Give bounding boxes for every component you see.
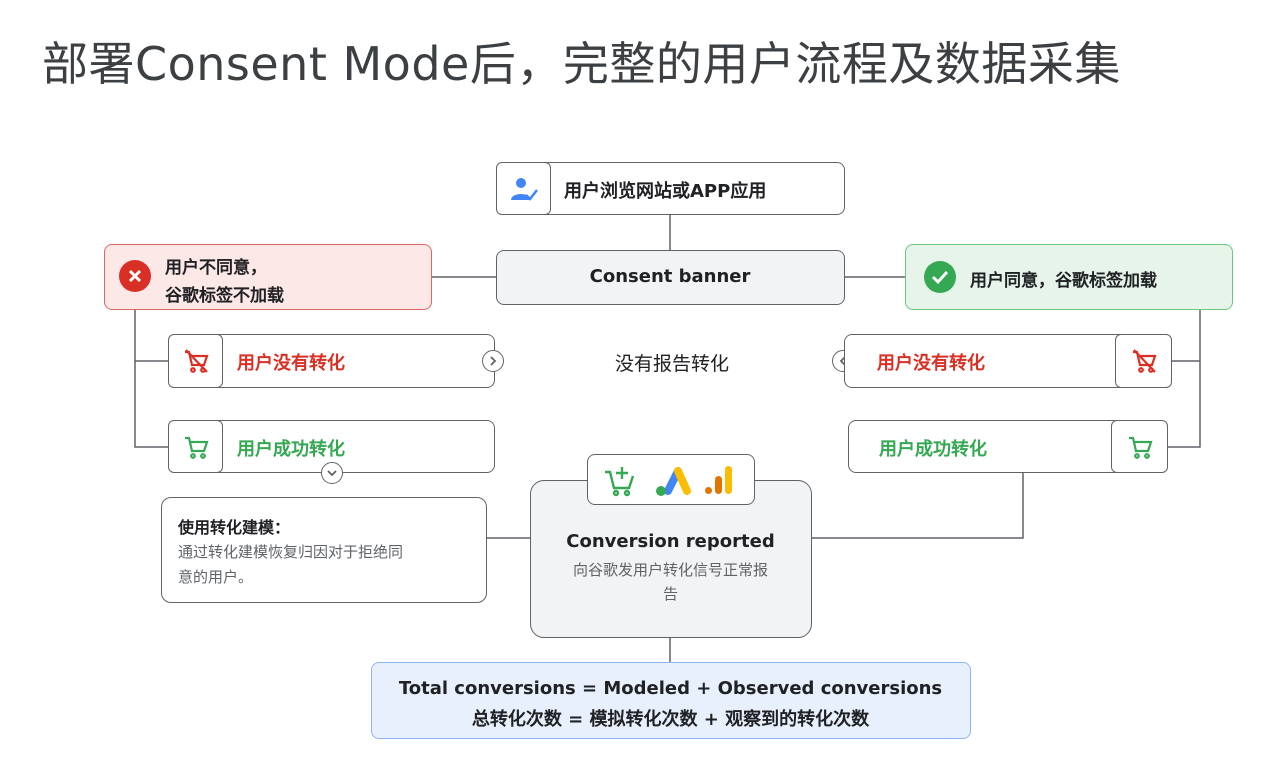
google-analytics-logo [705,466,732,494]
reported-title: Conversion reported [566,531,775,552]
accept-label: 用户同意，谷歌标签加载 [970,271,1157,291]
consent-banner-node: Consent banner [496,250,845,305]
right-no-conversion-label: 用户没有转化 [877,353,985,374]
browse-label: 用户浏览网站或APP应用 [564,181,767,202]
check-circle-icon [924,261,956,293]
chevron-down-icon [321,462,343,484]
reported-line2: 告 [662,585,678,603]
consent-banner-label: Consent banner [589,266,751,287]
modeling-title: 使用转化建模： [178,518,291,537]
conversion-reported-node: Conversion reported 向谷歌发用户转化信号正常报 告 [530,480,812,638]
right-conversion-node: 用户成功转化 [848,420,1168,473]
user-check-icon [496,162,551,215]
cart-off-icon [1115,334,1172,388]
modeling-note: 使用转化建模： 通过转化建模恢复归因对于拒绝同 意的用户。 [161,497,487,603]
tools-icon-bar [587,454,755,505]
accept-node: 用户同意，谷歌标签加载 [905,244,1233,310]
cart-icon [168,420,223,473]
reported-line1: 向谷歌发用户转化信号正常报 [572,561,768,579]
total-line1: Total conversions = Modeled + Observed c… [398,678,943,699]
left-no-conversion-node: 用户没有转化 [168,334,495,388]
modeling-line1: 通过转化建模恢复归因对于拒绝同 [178,543,404,561]
no-report-label: 没有报告转化 [614,353,729,375]
total-line2: 总转化次数 = 模拟转化次数 + 观察到的转化次数 [471,709,870,730]
left-conversion-label: 用户成功转化 [237,439,345,460]
modeling-line2: 意的用户。 [178,568,254,586]
x-circle-icon [119,260,151,292]
page-title: 部署Consent Mode后，完整的用户流程及数据采集 [42,37,1121,91]
left-no-conversion-label: 用户没有转化 [237,353,345,374]
right-no-conversion-node: 用户没有转化 [844,334,1172,388]
total-conversions-node: Total conversions = Modeled + Observed c… [371,662,971,739]
right-conversion-label: 用户成功转化 [879,439,987,460]
google-ads-logo [656,467,691,496]
cart-plus-icon [605,467,635,497]
chevron-right-icon [482,350,504,372]
deny-label-line2: 谷歌标签不加载 [165,286,284,306]
deny-node: 用户不同意， 谷歌标签不加载 [104,244,432,310]
deny-label-line1: 用户不同意， [165,258,267,278]
cart-off-icon [168,334,223,388]
browse-node: 用户浏览网站或APP应用 [496,162,845,215]
cart-icon [1111,420,1168,473]
